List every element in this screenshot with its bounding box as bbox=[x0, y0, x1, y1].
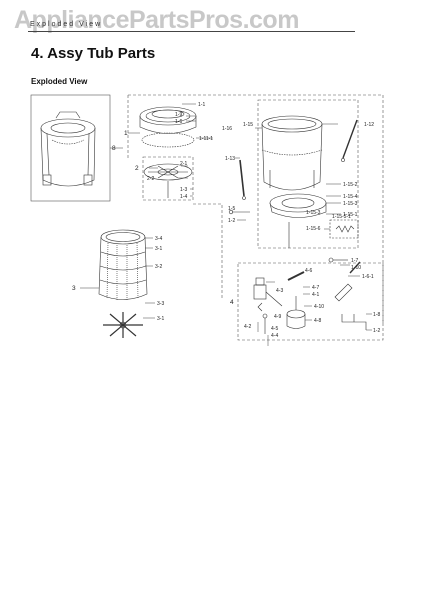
callout-1-15-4: 1-15-4 bbox=[343, 194, 358, 200]
tub-cover-ring bbox=[139, 106, 197, 148]
callout-8: 8 bbox=[112, 145, 116, 152]
callout-1-5: 1-5 bbox=[228, 206, 235, 212]
screw bbox=[228, 209, 250, 215]
drive-motor-assembly bbox=[253, 271, 306, 334]
tub-base-plate bbox=[269, 193, 327, 248]
callout-1-8: 1-8 bbox=[373, 312, 380, 318]
callout-1-4: 1-4 bbox=[180, 194, 187, 200]
callout-4-2: 4-2 bbox=[244, 324, 251, 330]
callout-1-13: 1-13 bbox=[225, 156, 235, 162]
callout-1-15-3: 1-15-3 bbox=[343, 201, 358, 207]
callout-1-2b: 1-2 bbox=[373, 328, 380, 334]
inner-basket bbox=[98, 229, 148, 300]
assembled-washer-inset bbox=[30, 94, 111, 202]
callout-4-1: 4-1 bbox=[312, 292, 319, 298]
section-subtitle: Exploded View bbox=[31, 77, 88, 86]
callout-4-8: 4-8 bbox=[314, 318, 321, 324]
callout-1-16: 1-16 bbox=[222, 126, 232, 132]
callout-1-2: 1-2 bbox=[228, 218, 235, 224]
callout-4-7: 4-7 bbox=[312, 285, 319, 291]
callout-1-15-3b: 1-15-3 bbox=[306, 210, 321, 216]
hose-bracket bbox=[328, 257, 367, 330]
callout-3-1: 3-1 bbox=[155, 246, 162, 252]
callout-1-7: 1-7 bbox=[351, 258, 358, 264]
callout-1-10: 1-10 bbox=[351, 265, 361, 271]
callout-2: 2 bbox=[135, 165, 139, 172]
callout-3-3: 3-3 bbox=[157, 301, 164, 307]
callout-1-1: 1-1 bbox=[198, 102, 205, 108]
callout-1-15-1: 1-15-1 bbox=[343, 212, 358, 218]
callout-1-15-5-1: 1-15-5-1 bbox=[332, 214, 351, 220]
callout-3-1b: 3-1 bbox=[157, 316, 164, 322]
leader-lines bbox=[80, 103, 372, 346]
callout-1-12: 1-12 bbox=[364, 122, 374, 128]
callout-3-2: 3-2 bbox=[155, 264, 162, 270]
callout-1-11-1: 1-11-1 bbox=[199, 136, 213, 142]
callout-1-6: 1-6 bbox=[175, 119, 182, 125]
spring-part bbox=[239, 159, 246, 200]
watermark-text: AppliancePartsPros.com bbox=[14, 6, 299, 34]
callout-3: 3 bbox=[72, 285, 76, 292]
pulsator bbox=[143, 163, 193, 198]
callout-1-15: 1-15 bbox=[243, 122, 253, 128]
callout-1-9: 1-9 bbox=[175, 112, 182, 118]
callout-4: 4 bbox=[230, 299, 234, 306]
callout-2-1: 2-1 bbox=[180, 161, 187, 167]
basket-spider bbox=[103, 312, 143, 338]
callout-4-5: 4-5 bbox=[271, 326, 278, 332]
header-rule bbox=[28, 31, 355, 32]
callout-3-4: 3-4 bbox=[155, 236, 162, 242]
callout-2-2: 2-2 bbox=[147, 176, 154, 182]
callout-1-6-1: 1-6-1 bbox=[362, 274, 374, 280]
section-tag: Exploded View bbox=[30, 21, 103, 28]
callout-4-6: 4-6 bbox=[305, 268, 312, 274]
callout-labels: 8 1 1-1 1-9 1-6 1-11-1 1-16 1-15 1-12 1-… bbox=[72, 102, 380, 339]
suspension-rod bbox=[341, 119, 358, 162]
spring-assembly bbox=[329, 219, 359, 239]
callout-1: 1 bbox=[124, 130, 128, 137]
callout-4-9: 4-9 bbox=[274, 314, 281, 320]
callout-1-15-2: 1-15-2 bbox=[343, 182, 358, 188]
callout-4-10: 4-10 bbox=[314, 304, 324, 310]
callout-1-3: 1-3 bbox=[180, 187, 187, 193]
assembly-boundary bbox=[127, 94, 384, 341]
callout-4-3: 4-3 bbox=[276, 288, 283, 294]
outer-tub bbox=[261, 115, 323, 191]
callout-4-4: 4-4 bbox=[271, 333, 278, 339]
callout-1-15-6: 1-15-6 bbox=[306, 226, 321, 232]
page-title: 4. Assy Tub Parts bbox=[31, 45, 156, 62]
